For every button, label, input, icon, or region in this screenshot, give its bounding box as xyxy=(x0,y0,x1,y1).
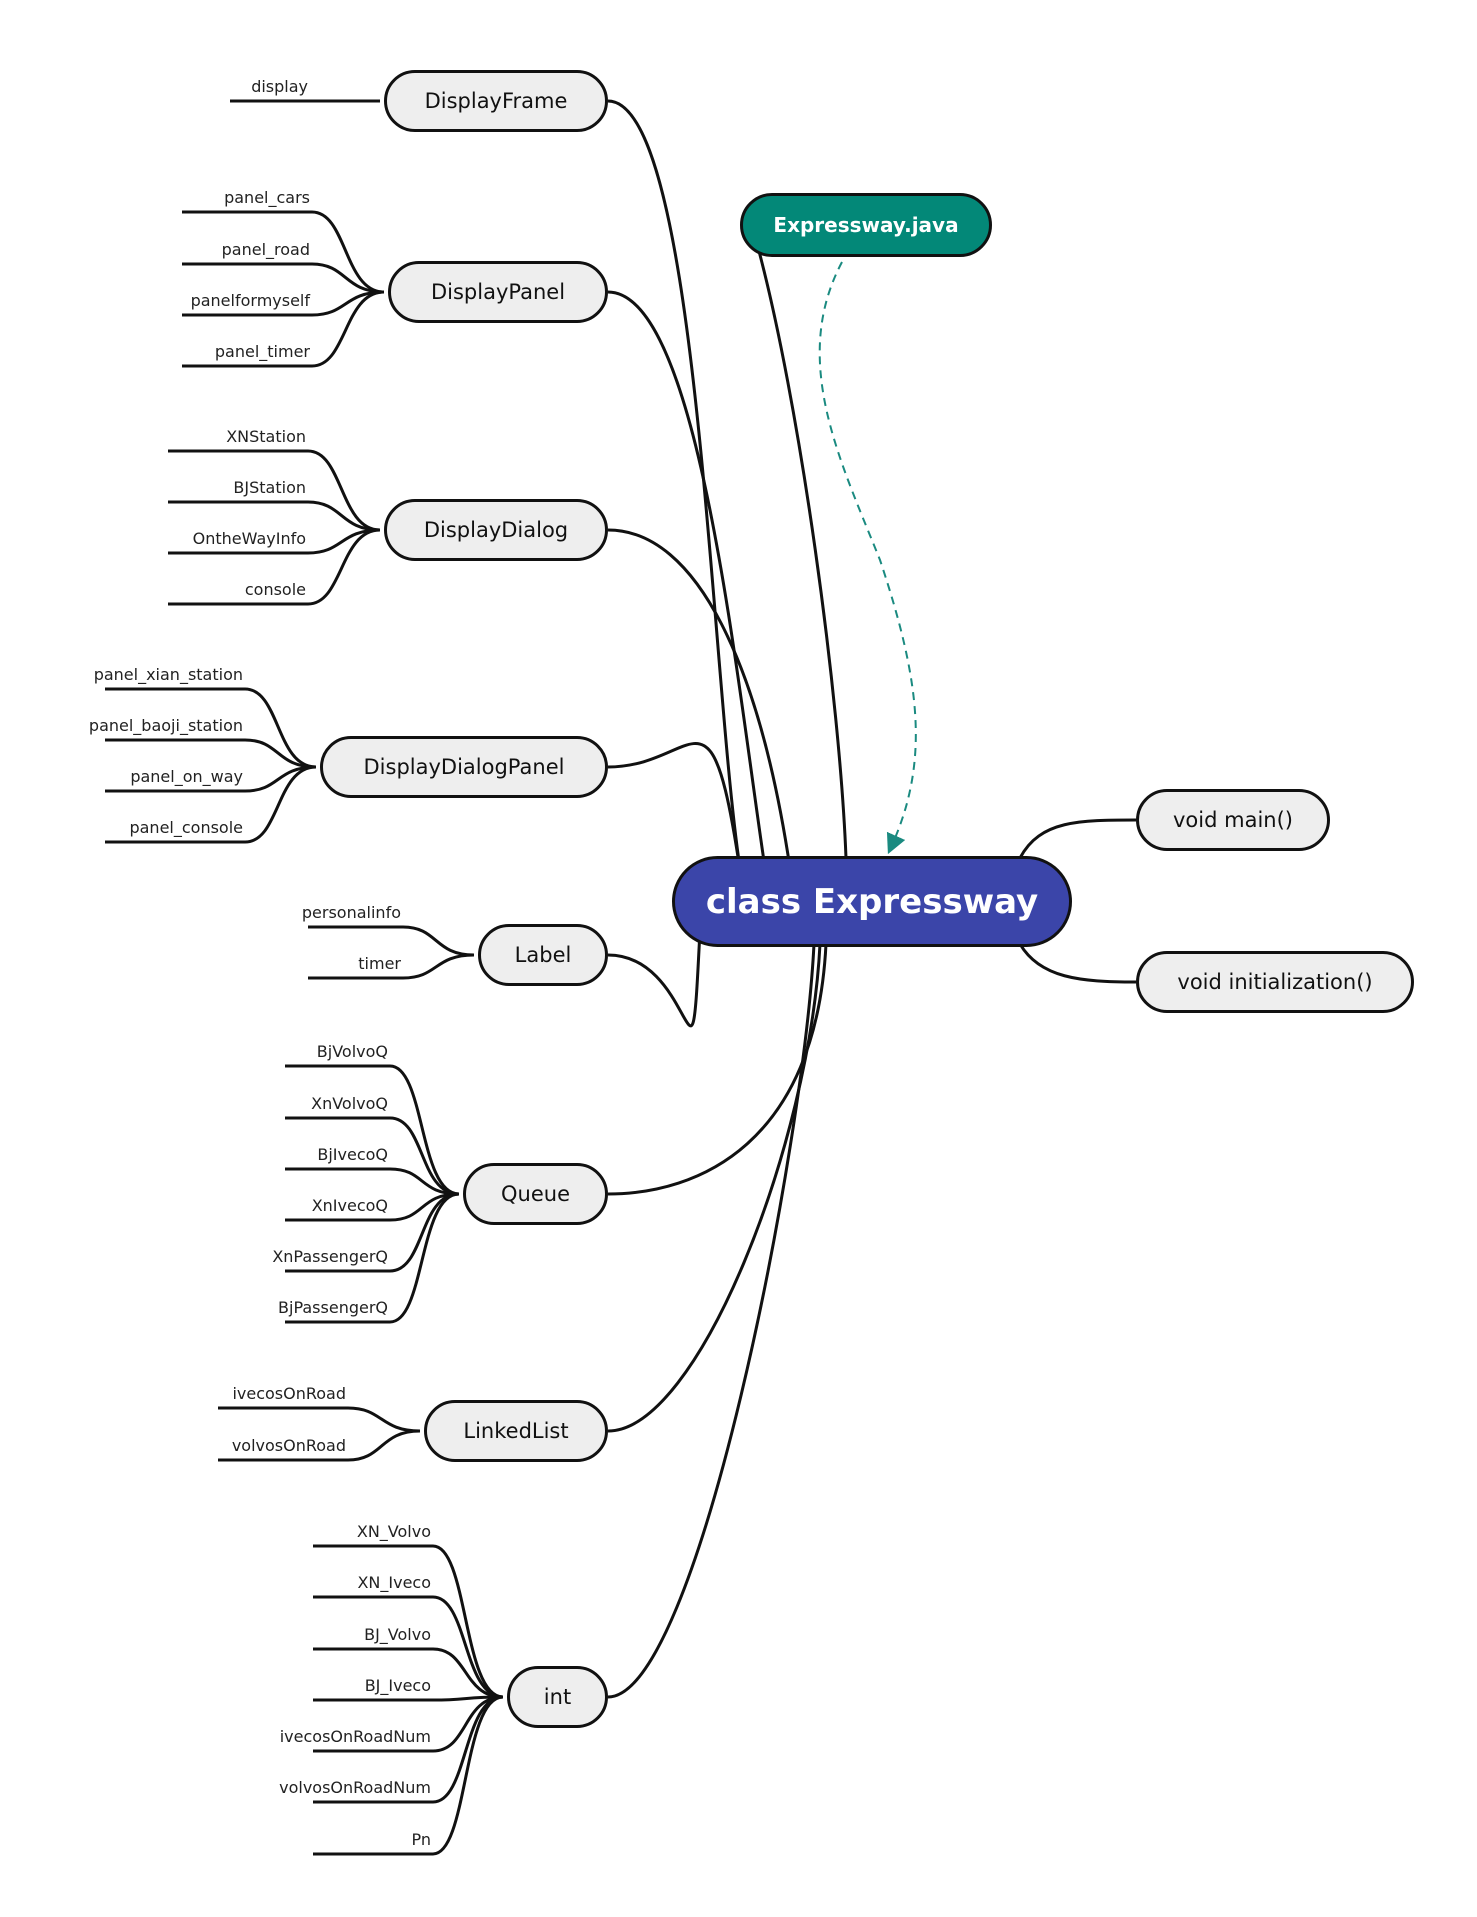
leaf-connector-ivecosonroadnum xyxy=(313,1695,504,1753)
leaf-label-panelformyself[interactable]: panelformyself xyxy=(190,291,310,310)
connector-expressway-java xyxy=(754,239,848,859)
group-node-label[interactable]: Label xyxy=(478,924,608,986)
leaf-label-volvosonroadnum[interactable]: volvosOnRoadNum xyxy=(279,1778,431,1797)
connector-displaydialogpanel xyxy=(607,742,742,871)
leaf-label-xnvolvoq[interactable]: XnVolvoQ xyxy=(311,1094,388,1113)
leaf-connector-panel-baoji-station xyxy=(105,738,317,769)
leaf-connector-bj-iveco xyxy=(313,1695,504,1702)
leaf-label-panel-on-way[interactable]: panel_on_way xyxy=(130,767,243,786)
connector-displaypanel xyxy=(607,290,767,869)
leaf-label-xn-iveco[interactable]: XN_Iveco xyxy=(357,1573,431,1592)
leaf-connector-panelformyself xyxy=(182,290,385,317)
connector-label xyxy=(607,929,702,1028)
leaf-connector-panel-cars xyxy=(182,210,385,294)
leaf-connector-bjpassengerq xyxy=(285,1192,460,1324)
connector-queue xyxy=(607,943,828,1196)
leaf-connector-panel-on-way xyxy=(105,765,317,793)
leaf-connector-ivecosonroad xyxy=(218,1406,421,1433)
leaf-label-onthewayinfo[interactable]: OntheWayInfo xyxy=(192,529,306,548)
leaf-label-display[interactable]: display xyxy=(251,77,308,96)
leaf-label-console[interactable]: console xyxy=(244,580,306,599)
leaf-label-bj-iveco[interactable]: BJ_Iveco xyxy=(364,1676,431,1695)
group-node-queue[interactable]: Queue xyxy=(463,1163,608,1225)
leaf-connector-panel-timer xyxy=(182,290,385,368)
leaf-connector-volvosonroadnum xyxy=(313,1695,504,1804)
leaf-label-pn[interactable]: Pn xyxy=(411,1830,431,1849)
leaf-label-timer[interactable]: timer xyxy=(358,954,401,973)
group-node-displayframe[interactable]: DisplayFrame xyxy=(384,70,608,132)
leaf-connector-panel-console xyxy=(105,765,317,844)
leaf-label-xnstation[interactable]: XNStation xyxy=(226,427,306,446)
leaf-connector-xn-iveco xyxy=(313,1595,504,1699)
connector-int xyxy=(607,943,816,1699)
leaf-connector-bj-volvo xyxy=(313,1647,504,1699)
group-node-linkedlist[interactable]: LinkedList xyxy=(424,1400,608,1462)
leaf-label-bjstation[interactable]: BJStation xyxy=(233,478,306,497)
leaf-label-panel-baoji-station[interactable]: panel_baoji_station xyxy=(88,716,243,735)
group-node-displaydialog[interactable]: DisplayDialog xyxy=(384,499,608,561)
leaf-connector-xnvolvoq xyxy=(285,1116,460,1196)
leaf-label-panel-console[interactable]: panel_console xyxy=(129,818,243,837)
leaf-label-bjpassengerq[interactable]: BjPassengerQ xyxy=(278,1298,388,1317)
root-node-class-expressway[interactable]: class Expressway xyxy=(672,856,1072,947)
leaf-label-bjvolvoq[interactable]: BjVolvoQ xyxy=(316,1042,388,1061)
leaf-label-panel-xian-station[interactable]: panel_xian_station xyxy=(93,665,243,684)
connector-void-initialization xyxy=(1018,943,1137,984)
leaf-label-personalinfo[interactable]: personalinfo xyxy=(301,903,401,922)
dashed-arrow-file-to-class xyxy=(818,261,917,855)
group-node-displaypanel[interactable]: DisplayPanel xyxy=(388,261,608,323)
leaf-connector-bjvolvoq xyxy=(285,1064,460,1196)
leaf-label-xnpassengerq[interactable]: XnPassengerQ xyxy=(272,1247,388,1266)
method-node-initialization[interactable]: void initialization() xyxy=(1136,951,1414,1013)
group-node-displaydialogpanel[interactable]: DisplayDialogPanel xyxy=(320,736,608,798)
leaf-label-xn-volvo[interactable]: XN_Volvo xyxy=(356,1522,431,1541)
connector-linkedlist xyxy=(607,943,822,1433)
leaf-label-ivecosonroad[interactable]: ivecosOnRoad xyxy=(232,1384,346,1403)
method-node-main[interactable]: void main() xyxy=(1136,789,1330,851)
leaf-label-volvosonroad[interactable]: volvosOnRoad xyxy=(231,1436,346,1455)
group-node-int[interactable]: int xyxy=(507,1666,608,1728)
leaf-connector-personalinfo xyxy=(308,925,475,957)
leaf-connector-volvosonroad xyxy=(218,1429,421,1462)
connector-void-main xyxy=(1018,818,1137,859)
leaf-label-panel-cars[interactable]: panel_cars xyxy=(224,188,310,207)
leaf-connector-onthewayinfo xyxy=(168,528,381,555)
leaf-label-panel-road[interactable]: panel_road xyxy=(221,240,310,259)
leaf-label-xnivecoq[interactable]: XnIvecoQ xyxy=(311,1196,388,1215)
leaf-connector-xnivecoq xyxy=(285,1192,460,1222)
connector-displayframe xyxy=(607,99,742,869)
leaf-label-panel-timer[interactable]: panel_timer xyxy=(214,342,310,361)
leaf-connector-xn-volvo xyxy=(313,1544,504,1699)
connector-displaydialog xyxy=(607,528,792,869)
leaf-connector-console xyxy=(168,528,381,606)
file-node-expressway-java[interactable]: Expressway.java xyxy=(740,193,992,257)
leaf-label-bj-volvo[interactable]: BJ_Volvo xyxy=(364,1625,431,1644)
leaf-label-bjivecoq[interactable]: BjIvecoQ xyxy=(317,1145,388,1164)
leaf-connector-timer xyxy=(308,953,475,980)
leaf-connector-xnstation xyxy=(168,449,381,532)
leaf-label-ivecosonroadnum[interactable]: ivecosOnRoadNum xyxy=(279,1727,431,1746)
leaf-connector-panel-road xyxy=(182,262,385,294)
leaf-connector-pn xyxy=(313,1695,504,1856)
leaf-connector-bjivecoq xyxy=(285,1167,460,1196)
leaf-connector-bjstation xyxy=(168,500,381,532)
leaf-connector-panel-xian-station xyxy=(105,687,317,769)
